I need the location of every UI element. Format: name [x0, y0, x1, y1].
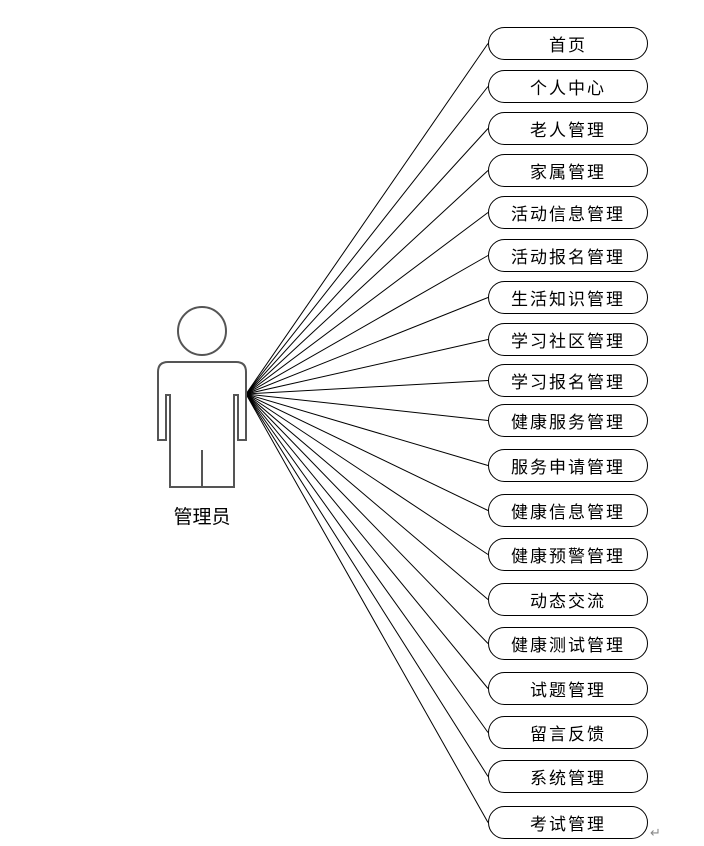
association-line-10 — [245, 393, 489, 421]
actor-label: 管理员 — [173, 506, 231, 528]
association-line-13 — [245, 393, 489, 555]
use-case-10: 健康服务管理 — [488, 404, 648, 437]
association-line-19 — [245, 393, 489, 823]
actor-head — [177, 306, 227, 356]
paragraph-mark: ↵ — [650, 826, 661, 841]
use-case-14: 动态交流 — [488, 583, 648, 616]
association-line-12 — [245, 393, 489, 511]
association-line-1 — [245, 43, 489, 395]
use-case-2: 个人中心 — [488, 70, 648, 103]
use-case-16: 试题管理 — [488, 672, 648, 705]
use-case-18: 系统管理 — [488, 760, 648, 793]
use-case-5: 活动信息管理 — [488, 196, 648, 229]
association-line-4 — [245, 170, 489, 395]
use-case-1: 首页 — [488, 27, 648, 60]
association-line-8 — [245, 339, 489, 395]
association-lines — [245, 43, 489, 823]
actor-figure — [157, 306, 247, 488]
association-line-15 — [245, 393, 489, 644]
association-line-3 — [245, 128, 489, 395]
association-line-17 — [245, 393, 489, 733]
association-line-2 — [245, 86, 489, 395]
use-case-4: 家属管理 — [488, 154, 648, 187]
use-case-15: 健康测试管理 — [488, 627, 648, 660]
use-case-19: 考试管理 — [488, 806, 648, 839]
association-line-7 — [245, 297, 489, 395]
association-line-6 — [245, 255, 489, 395]
use-case-7: 生活知识管理 — [488, 281, 648, 314]
use-case-13: 健康预警管理 — [488, 538, 648, 571]
use-case-6: 活动报名管理 — [488, 239, 648, 272]
use-case-11: 服务申请管理 — [488, 449, 648, 482]
association-line-11 — [245, 393, 489, 466]
association-line-18 — [245, 393, 489, 777]
association-line-9 — [245, 380, 489, 395]
association-line-5 — [245, 212, 489, 395]
actor-body — [157, 361, 247, 488]
use-case-12: 健康信息管理 — [488, 494, 648, 527]
association-line-14 — [245, 393, 489, 600]
use-case-17: 留言反馈 — [488, 716, 648, 749]
use-case-8: 学习社区管理 — [488, 323, 648, 356]
use-case-3: 老人管理 — [488, 112, 648, 145]
association-line-16 — [245, 393, 489, 689]
use-case-9: 学习报名管理 — [488, 364, 648, 397]
